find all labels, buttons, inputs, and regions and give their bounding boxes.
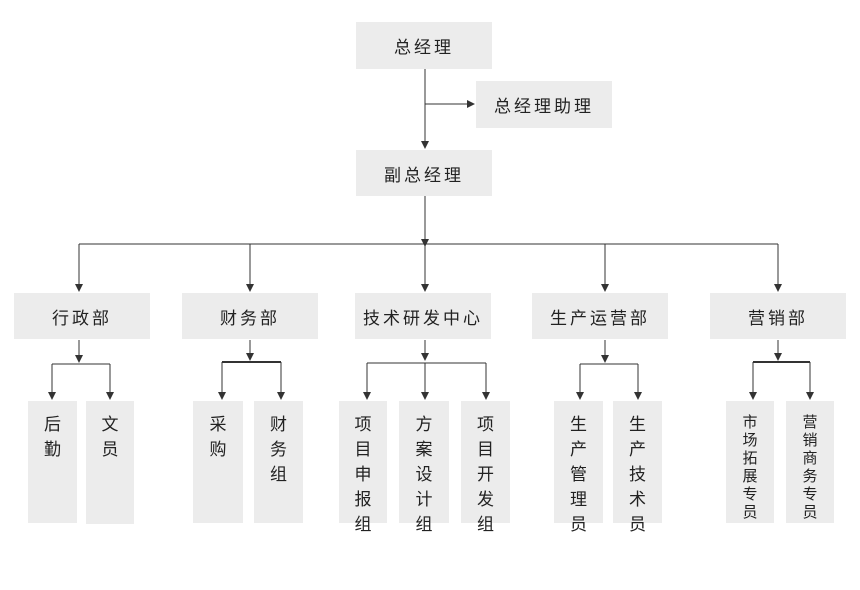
node-label: 市场拓展专员 [742, 413, 758, 521]
node-label: 营销商务专员 [802, 413, 818, 521]
node-label: 采购 [209, 415, 227, 460]
node-sub-finance-team: 财务组 [254, 401, 303, 523]
node-label: 总经理 [394, 38, 454, 58]
node-label: 项目开发组 [477, 415, 494, 535]
node-sub-solution-design: 方案设计组 [399, 401, 449, 535]
node-deputy-gm: 副总经理 [356, 150, 492, 196]
node-gm-assistant: 总经理助理 [476, 81, 612, 128]
node-sub-procurement: 采购 [193, 401, 243, 523]
node-label: 副总经理 [384, 165, 464, 186]
node-label: 财务组 [270, 415, 287, 485]
node-sub-clerk: 文员 [86, 401, 134, 524]
node-label: 项目申报组 [354, 415, 372, 535]
node-sub-project-development: 项目开发组 [461, 401, 510, 535]
node-label: 技术研发中心 [363, 308, 483, 329]
node-label: 后勤 [44, 415, 61, 460]
node-label: 方案设计组 [415, 415, 433, 535]
node-label: 生产管理员 [570, 415, 587, 535]
node-label: 行政部 [52, 308, 112, 329]
node-label: 生产运营部 [550, 308, 650, 329]
node-sub-marketing-commerce: 营销商务专员 [786, 401, 834, 523]
node-label: 营销部 [748, 308, 808, 329]
node-sub-logistics: 后勤 [28, 401, 77, 523]
node-label: 生产技术员 [629, 415, 646, 535]
node-dept-rnd: 技术研发中心 [355, 293, 491, 339]
node-sub-production-technician: 生产技术员 [613, 401, 662, 535]
node-general-manager: 总经理 [356, 22, 492, 69]
node-sub-project-application: 项目申报组 [339, 401, 387, 535]
node-label: 文员 [101, 415, 119, 460]
node-dept-finance: 财务部 [182, 293, 318, 339]
node-sub-production-manager: 生产管理员 [554, 401, 603, 535]
node-label: 总经理助理 [494, 97, 594, 117]
node-label: 财务部 [220, 308, 280, 329]
node-dept-admin: 行政部 [14, 293, 150, 339]
node-dept-marketing: 营销部 [710, 293, 846, 339]
node-sub-market-expansion: 市场拓展专员 [726, 401, 774, 523]
node-dept-production: 生产运营部 [532, 293, 668, 339]
